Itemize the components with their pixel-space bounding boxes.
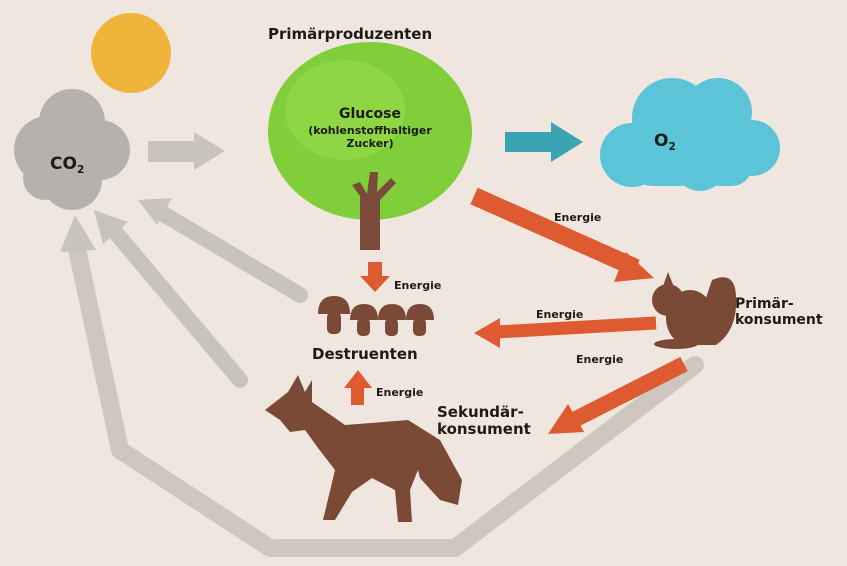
energy-label: Energie <box>554 211 602 224</box>
squirrel-icon <box>652 272 737 349</box>
energy-label: Energie <box>576 353 624 366</box>
tree-primary-energy-arrow <box>470 187 654 282</box>
sun-icon <box>91 13 171 93</box>
tree-icon <box>268 42 472 250</box>
tree-destruent-energy-arrow <box>360 262 390 292</box>
o2-label: O2 <box>654 131 676 153</box>
fox-icon <box>265 375 462 522</box>
glucose-label: Glucose <box>338 106 401 122</box>
primary-producers-title: Primärproduzenten <box>268 25 433 43</box>
primary-consumer-line1: Primär- <box>735 296 794 312</box>
energy-label: Energie <box>536 308 584 321</box>
primary-consumer-label: Primär- konsument <box>735 296 823 328</box>
co2-tree-arrow <box>148 132 225 170</box>
o2-cloud-icon <box>600 78 780 191</box>
energy-label: Energie <box>376 386 424 399</box>
secondary-consumer-line1: Sekundär- <box>437 403 524 421</box>
fox-destruent-energy-arrow <box>344 370 372 405</box>
fox-co2-arrow <box>94 210 248 388</box>
destruents-label: Destruenten <box>312 345 418 363</box>
destruent-co2-arrow <box>138 198 308 303</box>
primary-destruent-energy-arrow <box>474 316 657 348</box>
co2-return-loop-arrow <box>60 215 704 557</box>
tree-o2-arrow <box>505 122 583 162</box>
co2-label: CO2 <box>50 154 85 176</box>
energy-label: Energie <box>394 279 442 292</box>
co2-cloud-icon <box>14 89 130 210</box>
glucose-detail: (kohlenstoffhaltiger Zucker) <box>308 124 432 150</box>
secondary-consumer-line2: konsument <box>437 420 531 439</box>
primary-secondary-energy-arrow <box>548 356 688 434</box>
mushroom-icon <box>318 296 434 336</box>
primary-consumer-line2: konsument <box>735 312 823 329</box>
secondary-consumer-label: Sekundär- konsument <box>437 403 531 439</box>
